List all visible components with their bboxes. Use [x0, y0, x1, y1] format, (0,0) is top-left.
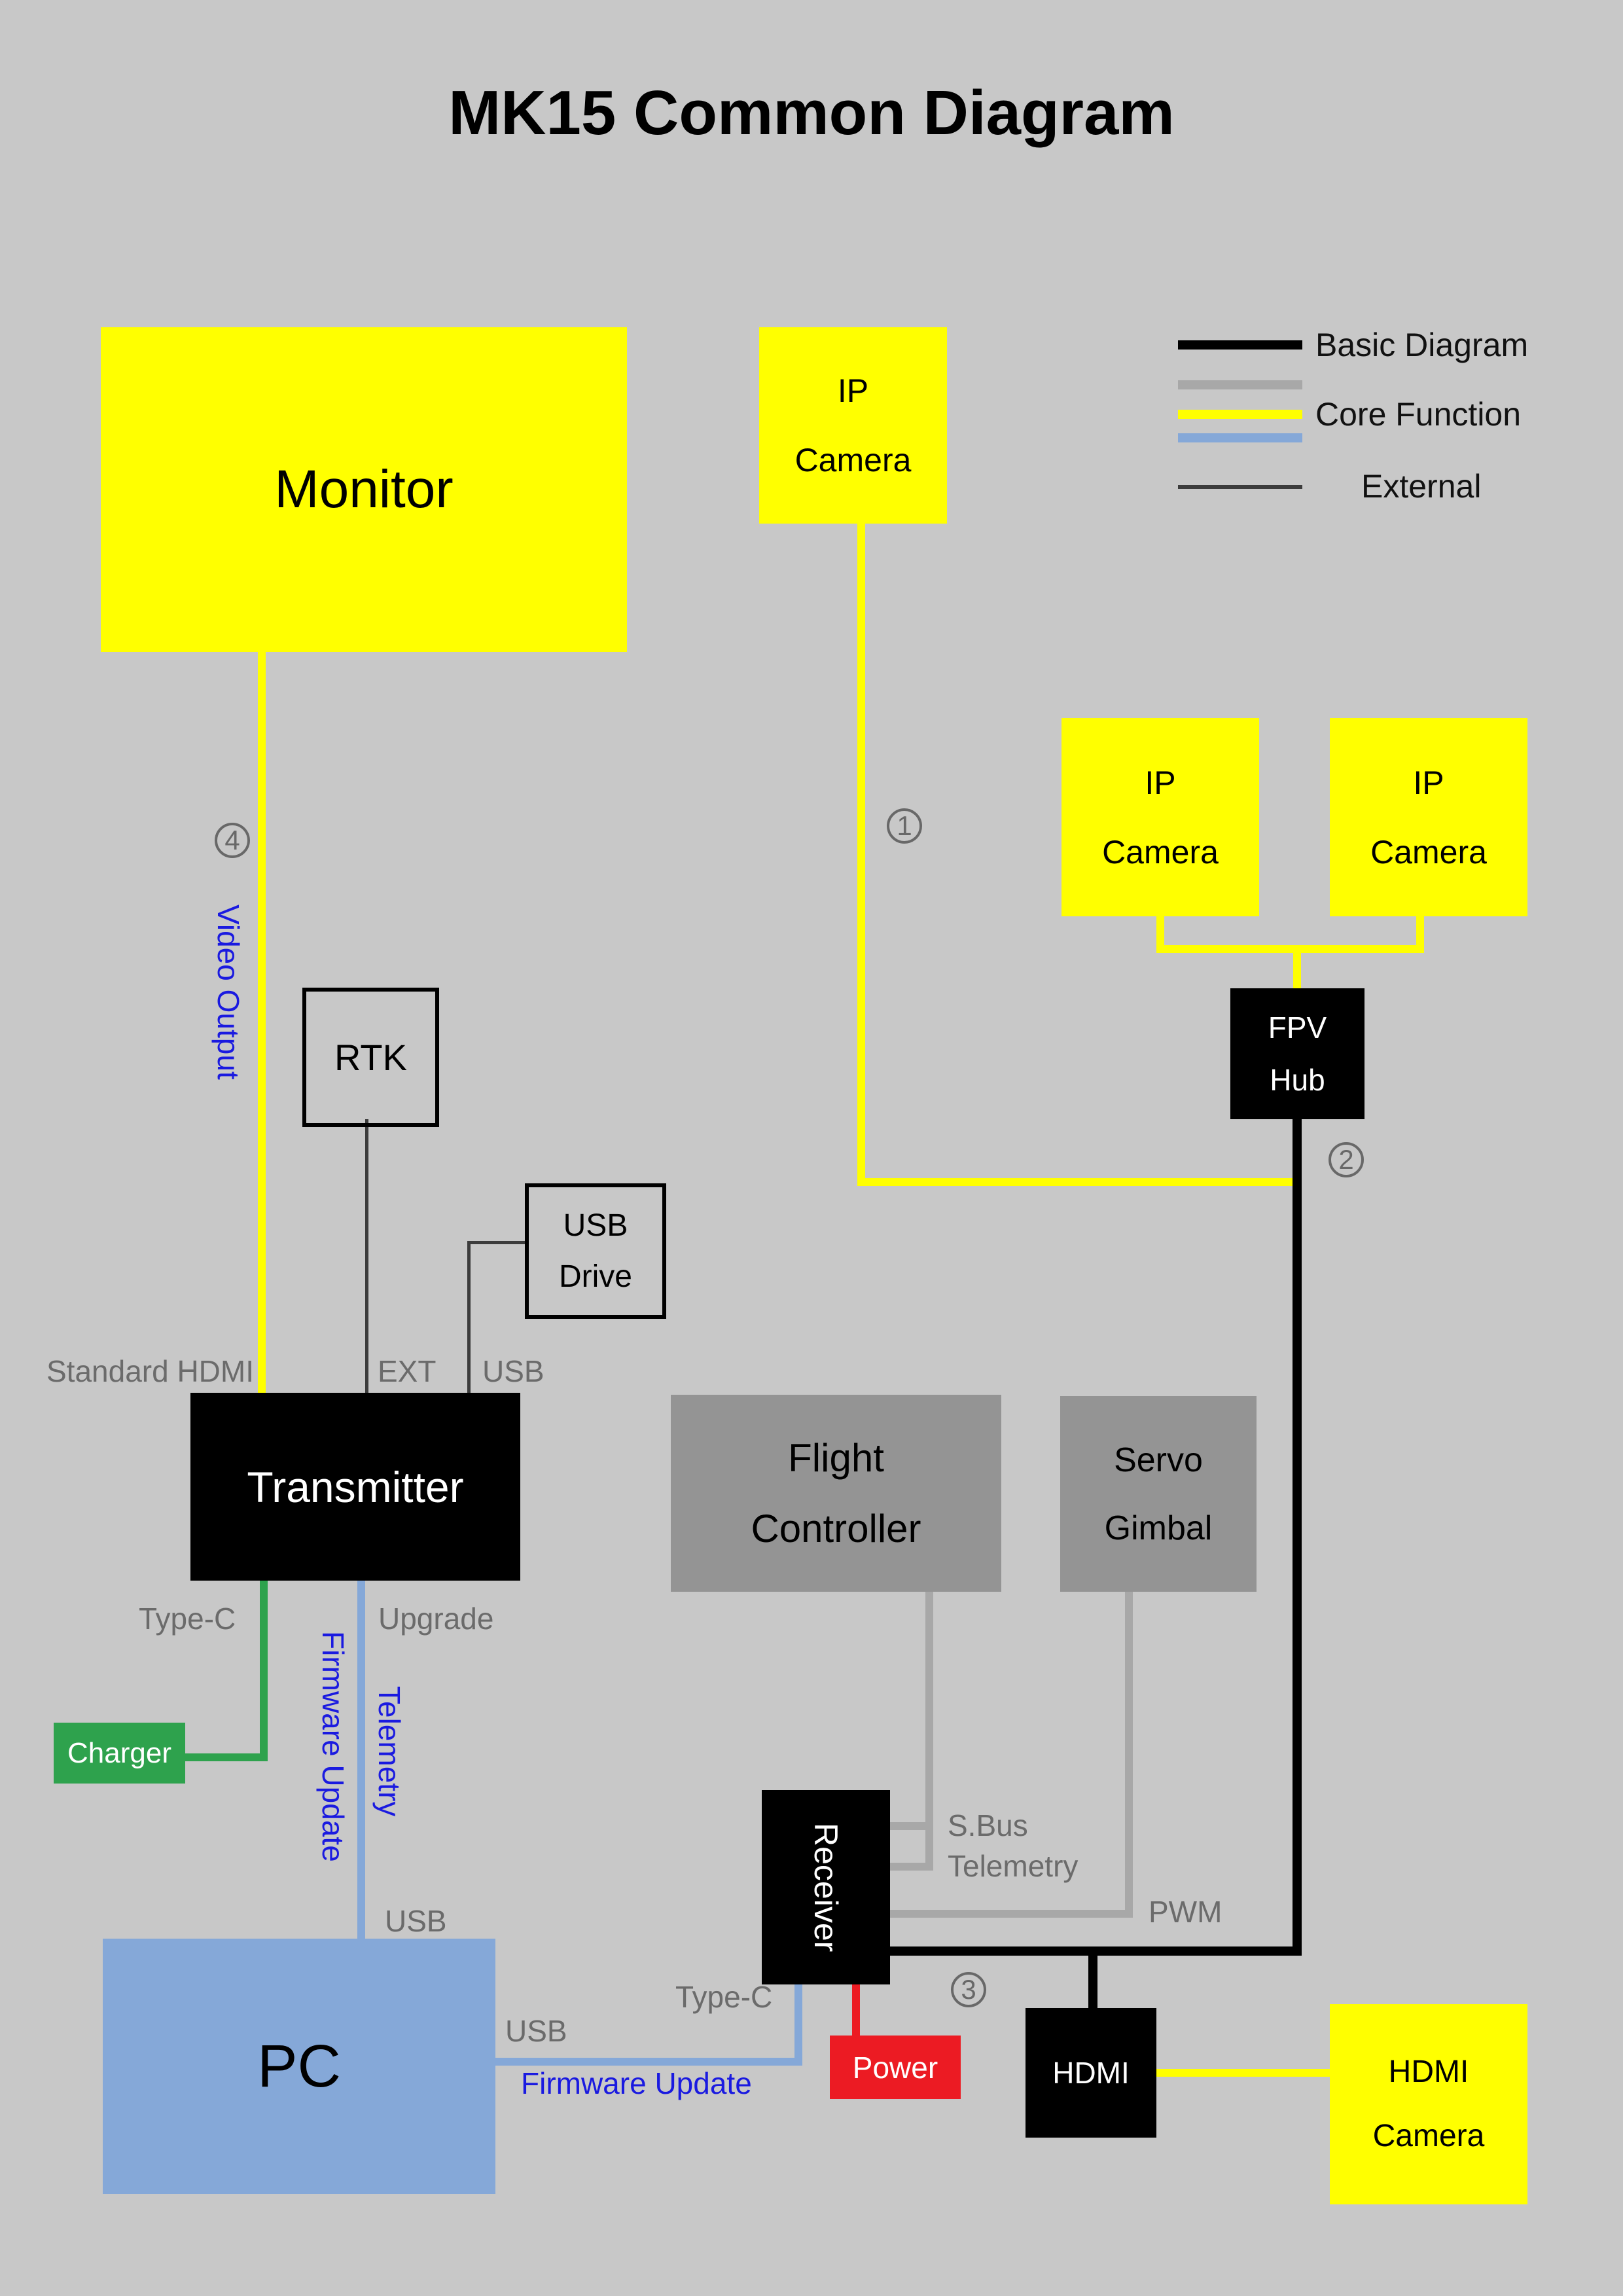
fpv-hub-line2: Hub [1270, 1063, 1325, 1097]
fpv-hub-box: FPV Hub [1230, 988, 1364, 1119]
servo-gimbal-box: Servo Gimbal [1060, 1396, 1257, 1592]
receiver-label: Receiver [808, 1822, 844, 1952]
callout-2: 2 [1329, 1142, 1364, 1177]
wire-power-feed [852, 1984, 860, 2036]
usb-drive-line1: USB [563, 1208, 628, 1243]
legend-external-label: External [1361, 468, 1482, 505]
charger-label: Charger [67, 1736, 171, 1769]
callout-1-digit: 1 [897, 810, 912, 841]
wire-hdmi-drop [1088, 1954, 1097, 2008]
port-usb-pc-out: USB [505, 2014, 567, 2048]
label-telemetry-vertical: Telemetry [372, 1686, 406, 1817]
wire-servo-vertical [1125, 1592, 1133, 1918]
transmitter-box: Transmitter [190, 1393, 520, 1581]
wire-fpvhub-feed [1293, 945, 1301, 988]
port-usb-pc-top: USB [385, 1904, 447, 1938]
legend-external-line [1178, 485, 1302, 489]
wire-charger-vertical [260, 1581, 268, 1761]
pc-box: PC [103, 1939, 495, 2194]
rtk-box: RTK [302, 988, 439, 1127]
legend-basic-line [1178, 340, 1302, 350]
port-standard-hdmi: Standard HDMI [46, 1354, 254, 1388]
flight-controller-line1: Flight [788, 1435, 884, 1480]
callout-3-digit: 3 [961, 1974, 976, 2005]
legend-core-yellow-line [1178, 410, 1302, 419]
fpv-hub-line1: FPV [1268, 1011, 1327, 1045]
ip-camera-3-box: IP Camera [1330, 718, 1527, 916]
transmitter-label: Transmitter [247, 1462, 464, 1511]
port-type-c-transmitter: Type-C [139, 1602, 236, 1636]
ip-camera-1-line2: Camera [794, 442, 912, 478]
monitor-box: Monitor [101, 327, 627, 652]
legend-core-label: Core Function [1315, 396, 1522, 433]
callout-3: 3 [951, 1972, 986, 2007]
wire-main-horizontal [890, 1946, 1302, 1956]
hdmi-camera-line2: Camera [1372, 2119, 1485, 2153]
wire-hdmi-camera-link [1156, 2069, 1330, 2077]
wire-ipcamera2-drop [1156, 916, 1164, 953]
port-upgrade: Upgrade [378, 1602, 494, 1636]
wire-pwm-horizontal [890, 1910, 1133, 1918]
ip-camera-3-line2: Camera [1370, 833, 1487, 870]
wire-telemetry-stub [890, 1863, 933, 1871]
wire-usbdrive-horizontal [467, 1241, 525, 1244]
port-usb-transmitter: USB [482, 1354, 544, 1388]
wire-ipcamera1-vertical [857, 524, 865, 1186]
port-pwm: PWM [1149, 1895, 1222, 1929]
hdmi-label: HDMI [1052, 2056, 1130, 2090]
hdmi-camera-line1: HDMI [1388, 2054, 1469, 2089]
wire-receiver-typec [794, 1984, 802, 2066]
usb-drive-line2: Drive [558, 1259, 632, 1294]
flight-controller-line2: Controller [751, 1506, 921, 1551]
wire-rtk-ext [365, 1119, 368, 1393]
wire-charger-horizontal [185, 1753, 268, 1761]
legend-basic-label: Basic Diagram [1315, 327, 1529, 363]
hdmi-box: HDMI [1026, 2008, 1156, 2138]
rtk-label: RTK [334, 1036, 407, 1078]
page-title: MK15 Common Diagram [448, 78, 1175, 148]
port-sbus: S.Bus [948, 1808, 1028, 1842]
wire-pc-usb-out [495, 2058, 802, 2066]
monitor-label: Monitor [274, 459, 454, 519]
charger-box: Charger [54, 1723, 185, 1784]
servo-gimbal-line2: Gimbal [1104, 1509, 1213, 1547]
callout-2-digit: 2 [1338, 1144, 1354, 1175]
receiver-box: Receiver [762, 1790, 890, 1984]
pc-label: PC [257, 2033, 341, 2100]
label-firmware-update-vertical: Firmware Update [316, 1631, 350, 1862]
wire-ipcamera3-drop [1416, 916, 1424, 953]
usb-drive-box: USB Drive [525, 1183, 666, 1319]
power-label: Power [852, 2050, 938, 2085]
port-type-c-receiver: Type-C [675, 1980, 773, 2014]
power-box: Power [830, 2036, 961, 2099]
ip-camera-2-line2: Camera [1102, 833, 1219, 870]
wire-ipcameras-join [1156, 945, 1424, 953]
callout-1: 1 [887, 808, 922, 844]
ip-camera-1-box: IP Camera [759, 327, 947, 524]
wire-monitor-video [258, 652, 266, 1393]
wire-ipcamera1-horizontal [857, 1178, 1301, 1186]
label-firmware-update-horizontal: Firmware Update [521, 2066, 752, 2100]
wire-usbdrive-vertical [467, 1241, 471, 1393]
ip-camera-3-line1: IP [1413, 764, 1444, 801]
wire-upgrade-usb [357, 1581, 365, 1939]
label-video-output: Video Output [211, 905, 245, 1080]
wire-fpvhub-output [1293, 1119, 1302, 1956]
ip-camera-2-box: IP Camera [1061, 718, 1259, 916]
wire-sbus-stub [890, 1822, 933, 1830]
hdmi-camera-box: HDMI Camera [1330, 2004, 1527, 2204]
callout-4-digit: 4 [224, 825, 240, 855]
ip-camera-1-line1: IP [837, 372, 869, 409]
wire-flightcontroller-vertical [925, 1592, 933, 1871]
servo-gimbal-line1: Servo [1114, 1441, 1203, 1479]
port-ext: EXT [378, 1354, 437, 1388]
ip-camera-2-line1: IP [1145, 764, 1176, 801]
legend-core-blue-line [1178, 433, 1302, 442]
flight-controller-box: Flight Controller [671, 1395, 1001, 1592]
legend-core-gray-line [1178, 380, 1302, 389]
callout-4: 4 [215, 823, 250, 858]
port-telemetry-receiver: Telemetry [948, 1849, 1079, 1883]
